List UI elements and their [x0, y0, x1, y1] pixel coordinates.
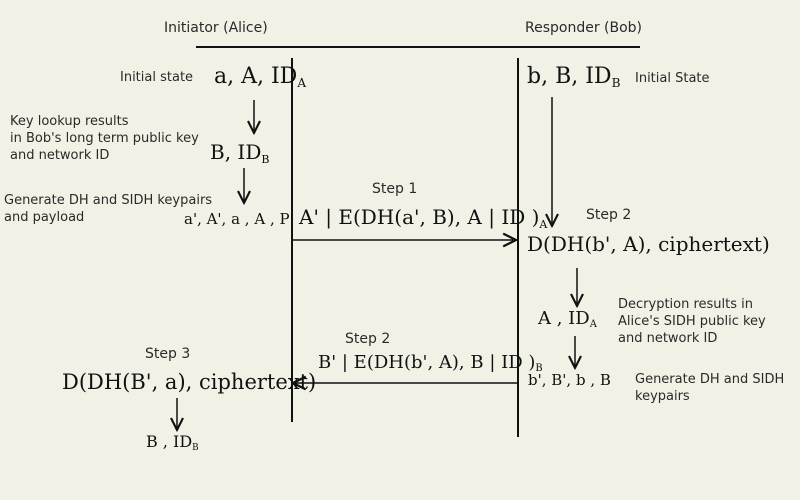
bob-step2-label: Step 2	[586, 207, 632, 223]
bob-generate-expr: b', B', b , B	[528, 371, 611, 389]
alice-result-expr: B , IDB	[146, 432, 199, 454]
initiator-header: Initiator (Alice)	[164, 20, 268, 36]
step1-label: Step 1	[372, 181, 418, 197]
bob-decryption-expr: A , IDA	[538, 308, 597, 331]
alice-generate-expr: a', A', a , A , P	[184, 210, 290, 228]
responder-header: Responder (Bob)	[525, 20, 643, 36]
step2-message: B' | E(DH(b', A), B | ID )B	[318, 352, 543, 375]
alice-decrypt-expr: D(DH(B', a), ciphertext)	[62, 370, 317, 394]
alice-initial-state-expr: a, A, IDA	[214, 64, 307, 91]
bob-decryption-label: Decryption results in Alice's SIDH publi…	[618, 297, 766, 346]
alice-generate-label: Generate DH and SIDH keypairs and payloa…	[4, 193, 213, 225]
alice-initial-state-label: Initial state	[120, 70, 194, 85]
key-lookup-label: Key lookup results in Bob's long term pu…	[10, 114, 199, 163]
key-lookup-expr: B, IDB	[210, 140, 270, 166]
step2-message-label: Step 2	[345, 331, 391, 347]
bob-initial-state-label: Initial State	[635, 71, 710, 86]
step1-message: A' | E(DH(a', B), A | ID )A	[299, 205, 548, 231]
bob-decrypt-expr: D(DH(b', A), ciphertext)	[527, 232, 770, 256]
alice-step3-label: Step 3	[145, 346, 191, 362]
bob-initial-state-expr: b, B, IDB	[527, 64, 621, 91]
bob-generate-label: Generate DH and SIDH keypairs	[635, 372, 785, 404]
